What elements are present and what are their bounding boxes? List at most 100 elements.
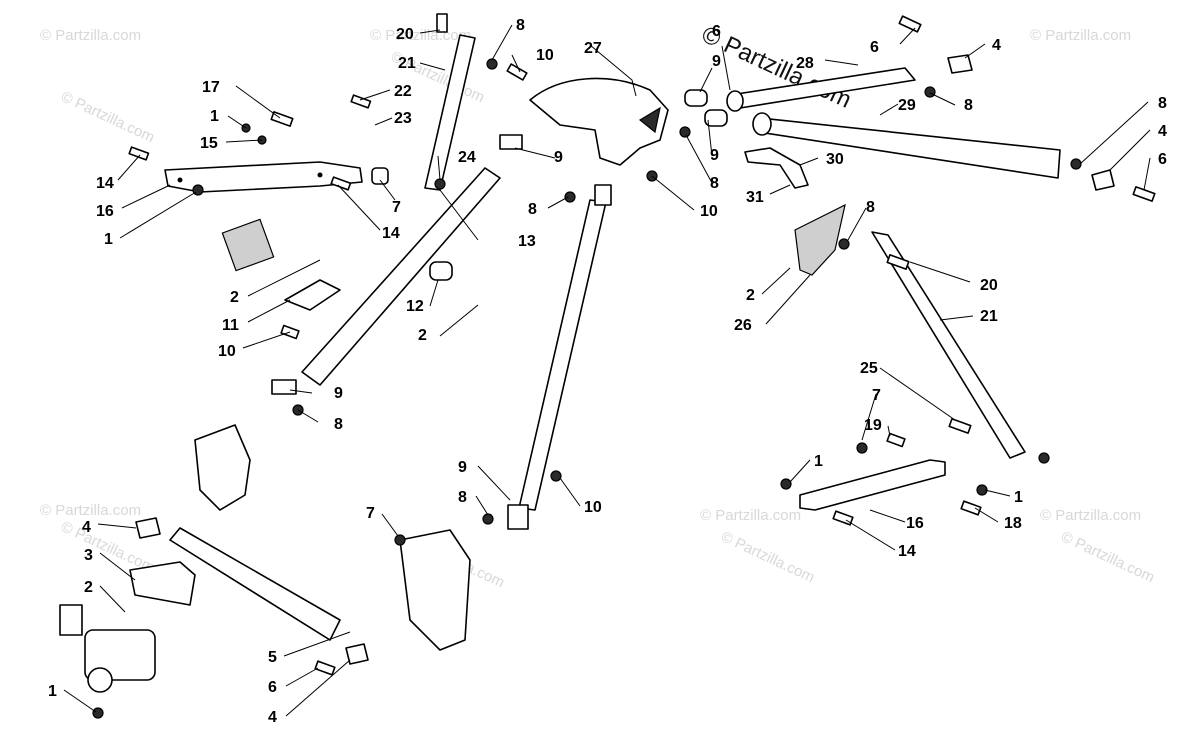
callout-22: 22 bbox=[394, 83, 412, 100]
clamp-9 bbox=[499, 134, 523, 150]
watermark-text: © Partzilla.com bbox=[370, 27, 471, 44]
head-arrow-marker bbox=[638, 106, 661, 134]
lower-right-bracket bbox=[799, 459, 946, 511]
callout-8: 8 bbox=[866, 199, 875, 216]
callout-1: 1 bbox=[1014, 489, 1023, 506]
callout-2: 2 bbox=[84, 579, 93, 596]
clamp-mid bbox=[594, 184, 612, 206]
callout-9: 9 bbox=[710, 147, 719, 164]
callout-12: 12 bbox=[406, 298, 424, 315]
callout-24: 24 bbox=[458, 149, 476, 166]
callout-2: 2 bbox=[230, 289, 239, 306]
callout-5: 5 bbox=[268, 649, 277, 666]
callout-6: 6 bbox=[712, 23, 721, 40]
callout-16: 16 bbox=[96, 203, 114, 220]
right-diagonal-bracket bbox=[871, 231, 1026, 459]
callout-8: 8 bbox=[964, 97, 973, 114]
callout-7: 7 bbox=[392, 199, 401, 216]
callout-27: 27 bbox=[584, 40, 602, 57]
callout-4: 4 bbox=[268, 709, 277, 726]
callout-4: 4 bbox=[992, 37, 1001, 54]
callout-8: 8 bbox=[334, 416, 343, 433]
mid-left-casting bbox=[194, 424, 251, 511]
mount-bracket-3 bbox=[129, 561, 196, 606]
callout-28: 28 bbox=[796, 55, 814, 72]
watermark-text: © Partzilla.com bbox=[1040, 507, 1141, 524]
callout-4: 4 bbox=[1158, 123, 1167, 140]
clamp-9b bbox=[271, 379, 297, 395]
callout-9: 9 bbox=[458, 459, 467, 476]
callout-4: 4 bbox=[82, 519, 91, 536]
callout-16: 16 bbox=[906, 515, 924, 532]
callout-8: 8 bbox=[1158, 95, 1167, 112]
callout-20: 20 bbox=[980, 277, 998, 294]
callout-6: 6 bbox=[870, 39, 879, 56]
long-tube-29 bbox=[757, 117, 1061, 179]
clamp-7 bbox=[371, 167, 389, 185]
callout-8: 8 bbox=[710, 175, 719, 192]
callout-9: 9 bbox=[712, 53, 721, 70]
callout-14: 14 bbox=[898, 543, 916, 560]
callout-29: 29 bbox=[898, 97, 916, 114]
steering-head-casting bbox=[529, 77, 669, 166]
callout-26: 26 bbox=[734, 317, 752, 334]
callout-19: 19 bbox=[864, 417, 882, 434]
watermark-text: © Partzilla.com bbox=[718, 528, 817, 586]
callout-8: 8 bbox=[458, 489, 467, 506]
callout-7: 7 bbox=[366, 505, 375, 522]
callout-8: 8 bbox=[528, 201, 537, 218]
relay-block bbox=[221, 218, 341, 311]
lower-left-motor bbox=[59, 604, 156, 693]
watermark-text: © Partzilla.com bbox=[40, 502, 141, 519]
callout-17: 17 bbox=[202, 79, 220, 96]
clamp-9c bbox=[507, 504, 529, 530]
callout-25: 25 bbox=[860, 360, 878, 377]
watermark-text: © Partzilla.com bbox=[40, 27, 141, 44]
callout-23: 23 bbox=[394, 110, 412, 127]
shield-panel-26 bbox=[794, 203, 846, 276]
callout-9: 9 bbox=[554, 149, 563, 166]
center-lower-casting bbox=[399, 529, 471, 651]
callout-10: 10 bbox=[584, 499, 602, 516]
callout-3: 3 bbox=[84, 547, 93, 564]
leader-lines bbox=[63, 24, 1151, 717]
callout-13: 13 bbox=[518, 233, 536, 250]
callout-10: 10 bbox=[536, 47, 554, 64]
callout-1: 1 bbox=[814, 453, 823, 470]
callout-2: 2 bbox=[746, 287, 755, 304]
watermark-text: © Partzilla.com bbox=[700, 507, 801, 524]
callout-10: 10 bbox=[700, 203, 718, 220]
diagonal-tube bbox=[301, 167, 501, 386]
callout-8: 8 bbox=[516, 17, 525, 34]
callout-31: 31 bbox=[746, 189, 764, 206]
callout-9: 9 bbox=[334, 385, 343, 402]
callout-2: 2 bbox=[418, 327, 427, 344]
callout-20: 20 bbox=[396, 26, 414, 43]
end-cap-4-top bbox=[947, 54, 973, 74]
tube-cap bbox=[704, 109, 728, 127]
small-bracket-30 bbox=[744, 147, 809, 189]
callout-11: 11 bbox=[222, 317, 239, 334]
callout-numbers: 20 8 10 21 22 23 24 17 1 15 14 16 1 7 14… bbox=[48, 17, 1167, 726]
callout-10: 10 bbox=[218, 343, 236, 360]
callout-1: 1 bbox=[210, 108, 219, 125]
callout-21: 21 bbox=[980, 308, 998, 325]
end-cap-4-right bbox=[1091, 169, 1115, 191]
callout-14: 14 bbox=[96, 175, 114, 192]
callout-7: 7 bbox=[872, 387, 881, 404]
watermark-text: © Partzilla.com bbox=[58, 88, 157, 146]
lower-left-tube bbox=[169, 527, 341, 641]
callout-6: 6 bbox=[268, 679, 277, 696]
upper-vertical-bracket bbox=[424, 34, 476, 191]
callout-15: 15 bbox=[200, 135, 218, 152]
callout-30: 30 bbox=[826, 151, 844, 168]
end-cap-4-bottom bbox=[345, 643, 369, 665]
callout-14: 14 bbox=[382, 225, 400, 242]
callout-18: 18 bbox=[1004, 515, 1022, 532]
tube-cap bbox=[684, 89, 708, 107]
callout-21: 21 bbox=[398, 55, 416, 72]
watermark-text: © Partzilla.com bbox=[1030, 27, 1131, 44]
callout-1: 1 bbox=[104, 231, 113, 248]
callout-6: 6 bbox=[1158, 151, 1167, 168]
